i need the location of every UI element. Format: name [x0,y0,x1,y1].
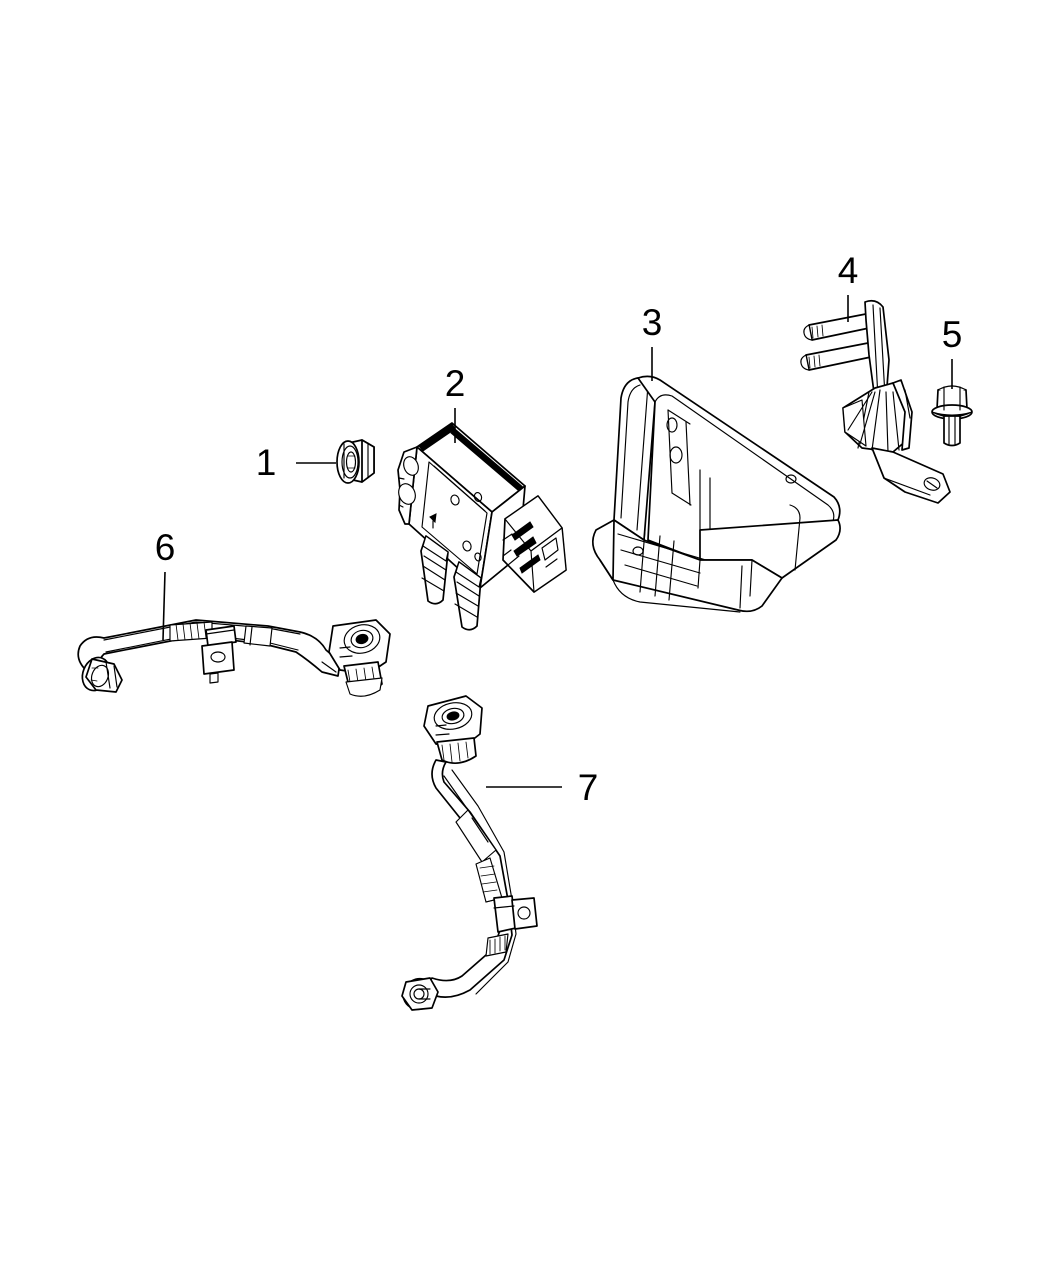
callout-label-4: 4 [838,250,859,291]
callout-label-3: 3 [642,302,663,343]
leader-6 [162,571,166,641]
callout-label-5: 5 [942,314,963,355]
callout-label-6: 6 [155,527,176,568]
callout-label-1: 1 [256,442,277,483]
part-2-differential-pressure-sensor [397,422,567,631]
sensor-port-b [453,561,482,631]
part-5-flange-bolt [931,385,973,447]
part-7-pressure-tube-lower [401,695,538,1011]
callout-numbers: 1 2 3 4 5 6 7 [155,250,963,808]
tube6-clip [201,625,237,684]
callout-label-7: 7 [578,767,599,808]
tube6-nut-fitting [81,656,123,693]
part-1-nut [336,439,375,484]
stud-upper [803,312,875,341]
part-4-mounting-bracket-with-studs [800,299,951,504]
tube7-clip [493,895,538,933]
tube6-quick-connector [328,619,391,697]
leader-lines [162,295,953,788]
tube7-eye-fitting [401,977,439,1011]
sensor-connector [502,495,567,593]
tube7-quick-connector [423,695,483,765]
stud-lower [800,342,872,371]
callout-label-2: 2 [445,363,466,404]
part-3-sensor-bracket-shield [591,375,841,613]
sensor-port-a [420,535,449,605]
part-6-pressure-tube-upper [77,619,391,697]
